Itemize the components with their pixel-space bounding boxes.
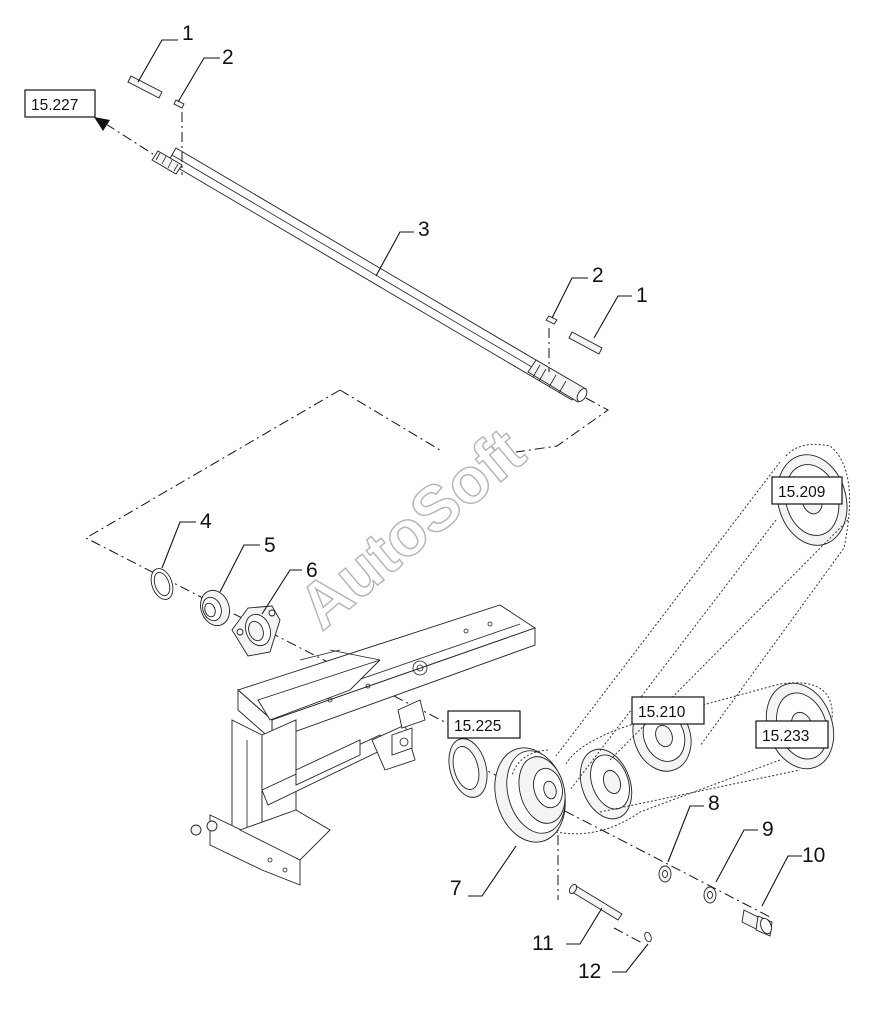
idler-pulley-middle (579, 748, 633, 820)
callout-2-right: 2 (592, 264, 604, 287)
callout-numbers: 1 2 3 2 1 4 5 6 7 8 9 10 11 12 (182, 22, 825, 983)
bearing (200, 589, 230, 627)
washer-9 (703, 886, 717, 904)
pin-right (545, 315, 558, 325)
callout-1-right: 1 (636, 284, 648, 307)
pin-top (173, 99, 185, 109)
flange-housing (231, 605, 281, 657)
ref-box-15233[interactable]: 15.233 (755, 720, 829, 749)
reference-arrow-15227 (94, 117, 157, 157)
callout-3: 3 (418, 218, 430, 241)
callout-5: 5 (264, 534, 276, 557)
main-pulley (494, 747, 566, 843)
gear-pulley-15225 (448, 738, 488, 798)
ref-box-15227[interactable]: 15.227 (24, 89, 96, 118)
ref-label-15225: 15.225 (454, 718, 501, 735)
callout-11: 11 (532, 932, 554, 955)
drive-shaft (151, 147, 588, 403)
ref-label-15227: 15.227 (31, 97, 78, 114)
callout-4: 4 (200, 510, 212, 533)
callout-8: 8 (708, 792, 720, 815)
key-right (568, 331, 603, 355)
snap-ring (150, 568, 174, 600)
ref-box-15225[interactable]: 15.225 (447, 710, 521, 739)
key-top (127, 75, 163, 99)
ref-label-15209: 15.209 (778, 484, 825, 501)
callout-1-top: 1 (182, 22, 194, 45)
callout-12: 12 (578, 960, 601, 983)
washer-8 (658, 865, 672, 883)
ref-box-15209[interactable]: 15.209 (771, 476, 843, 505)
ref-box-15210[interactable]: 15.210 (631, 696, 705, 725)
frame-assembly (190, 604, 537, 886)
callout-6: 6 (306, 559, 318, 582)
bolt-10 (741, 909, 773, 937)
callout-2-top: 2 (222, 46, 234, 69)
cotter-pin-12 (644, 931, 652, 943)
leader-lines (137, 39, 802, 973)
callout-10: 10 (802, 844, 825, 867)
ref-label-15233: 15.233 (762, 728, 809, 745)
callout-7: 7 (450, 877, 462, 900)
pin-11 (568, 883, 623, 921)
callout-9: 9 (762, 818, 774, 841)
ref-label-15210: 15.210 (638, 704, 686, 721)
